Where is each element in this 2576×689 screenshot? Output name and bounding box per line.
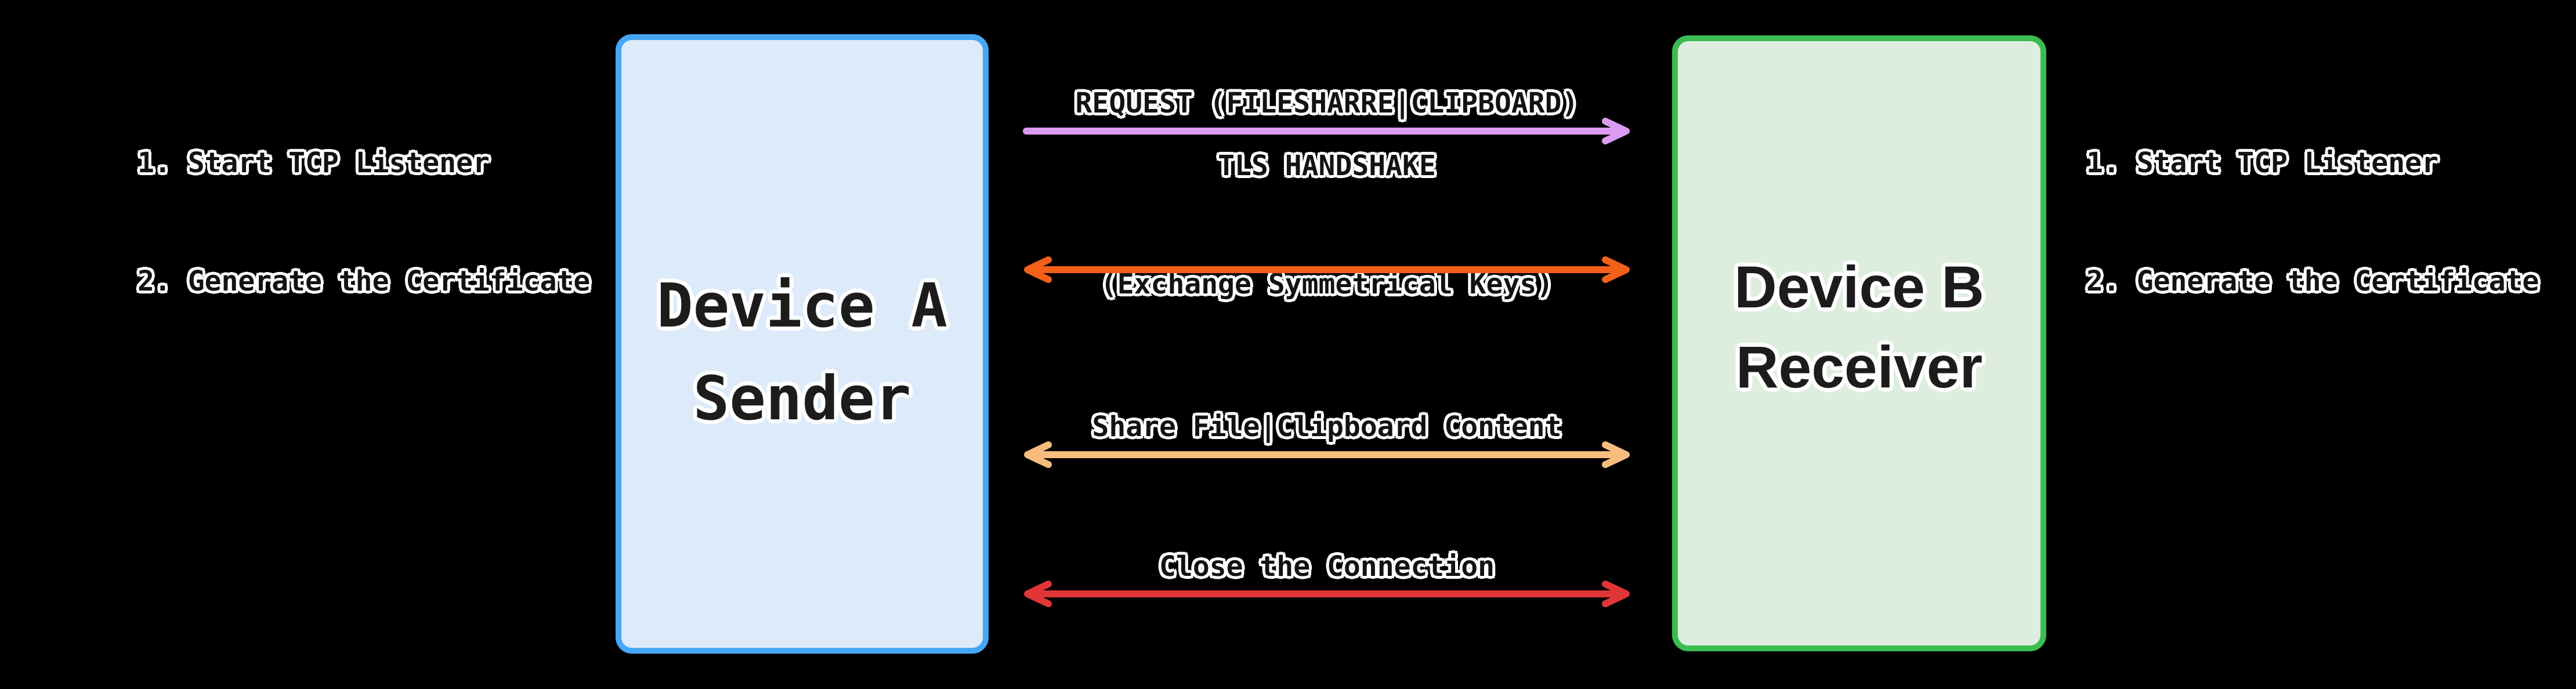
device-a-box: Device A Sender	[616, 34, 989, 654]
message-lane: REQUEST (FILESHARRE|CLIPBOARD) TLS HANDS…	[1022, 0, 1632, 689]
right-arrow-icon	[1023, 118, 1630, 144]
device-b-title: Device B Receiver	[1734, 247, 1984, 407]
message-arrow-svg-1	[1022, 256, 1632, 284]
message-arrow-svg-3	[1022, 580, 1632, 608]
note-line: 1. Start TCP Listener	[2086, 147, 2438, 179]
message-label-line: TLS HANDSHAKE	[1218, 150, 1436, 182]
message-label-line: Share File|Clipboard Content	[1092, 411, 1562, 443]
device-a-title: Device A Sender	[657, 259, 947, 445]
message-label-line: (Exchange Symmetrical Keys)	[1100, 268, 1554, 300]
message-label-line: REQUEST (FILESHARRE|CLIPBOARD)	[1075, 87, 1579, 119]
note-line: 1. Start TCP Listener	[138, 147, 490, 179]
notes-device-a: 1. Start TCP Listener 2. Generate the Ce…	[138, 64, 590, 380]
message-label-1: TLS HANDSHAKE (Exchange Symmetrical Keys…	[1022, 67, 1632, 383]
message-label-line: Close the Connection	[1159, 550, 1495, 583]
double-arrow-icon	[1024, 256, 1630, 283]
message-label-3: Close the Connection	[1022, 468, 1632, 665]
device-b-box: Device B Receiver	[1672, 35, 2046, 651]
double-arrow-icon	[1024, 441, 1630, 468]
note-line: 2. Generate the Certificate	[138, 265, 591, 298]
message-label-2: Share File|Clipboard Content	[1022, 328, 1632, 525]
device-b-name: Device B	[1734, 254, 1984, 320]
notes-device-b: 1. Start TCP Listener 2. Generate the Ce…	[2086, 64, 2539, 380]
device-a-name: Device A	[657, 270, 947, 341]
device-a-role: Sender	[693, 363, 911, 434]
note-line: 2. Generate the Certificate	[2086, 265, 2539, 298]
double-arrow-icon	[1024, 581, 1630, 607]
message-arrow-svg-2	[1022, 441, 1632, 469]
message-arrow-svg-0	[1022, 117, 1632, 145]
device-b-role: Receiver	[1735, 334, 1983, 400]
message-label-0: REQUEST (FILESHARRE|CLIPBOARD)	[1022, 5, 1632, 202]
